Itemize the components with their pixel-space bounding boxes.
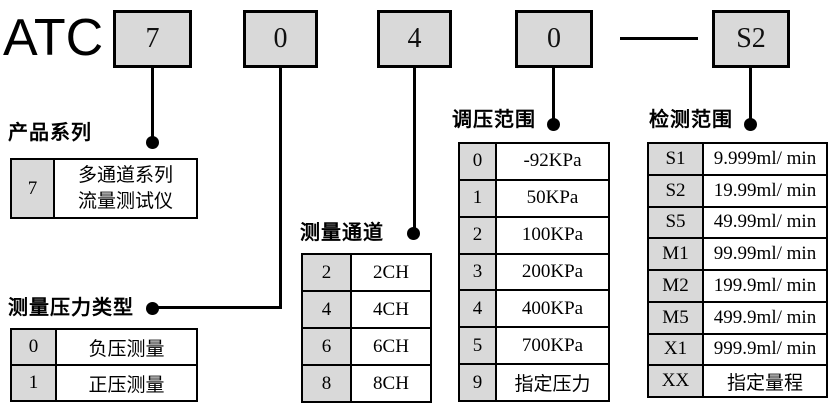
code-cell: M2 [649, 271, 704, 301]
section-label-channels: 测量通道 [300, 222, 384, 244]
pressure-type-table: 0 负压测量 1 正压测量 [10, 328, 198, 402]
desc-cell: 200KPa [521, 261, 584, 282]
code-cell: S2 [649, 175, 704, 206]
desc-cell: 19.99ml/ min [713, 179, 817, 201]
code-cell: M5 [649, 302, 704, 333]
table-row: M1 99.99ml/ min [649, 237, 826, 269]
desc-cell: 6CH [373, 335, 409, 357]
desc-cell: 9.999ml/ min [713, 147, 817, 169]
table-row: 0 -92KPa [460, 144, 608, 179]
channels-table: 2 2CH 4 4CH 6 6CH 8 8CH [301, 253, 432, 403]
code-cell: 1 [460, 180, 497, 216]
desc-cell: 2CH [373, 261, 409, 283]
table-row: 2 2CH [303, 255, 430, 290]
desc-cell: 99.99ml/ min [713, 243, 817, 265]
pressure-range-table: 0 -92KPa 1 50KPa 2 100KPa 3 200KPa 4 400… [458, 142, 610, 402]
code-box-pressure-type: 0 [243, 10, 318, 68]
desc-cell: 100KPa [521, 224, 584, 246]
table-row: 1 50KPa [460, 178, 608, 216]
table-row: 4 4CH [303, 290, 430, 327]
desc-cell: 8CH [373, 372, 409, 394]
connector-dot-detection-range [744, 118, 757, 131]
table-row: 1 正压测量 [12, 364, 196, 400]
code-cell: 4 [460, 291, 497, 327]
code-cell: S1 [649, 144, 704, 174]
desc-cell: 指定量程 [726, 372, 803, 394]
table-row: M2 199.9ml/ min [649, 269, 826, 301]
code-cell: 5 [460, 328, 497, 364]
desc-cell: 指定压力 [514, 374, 591, 396]
connector-dot-pressure-range [547, 118, 560, 131]
desc-cell: 多通道系列 流量测试仪 [55, 160, 196, 217]
table-row: 7 多通道系列 流量测试仪 [12, 160, 196, 217]
table-row: S5 49.99ml/ min [649, 205, 826, 238]
section-label-detection-range: 检测范围 [649, 109, 733, 131]
connector-dot-pressure-type [146, 302, 159, 315]
connector-dot-series [146, 136, 159, 149]
connector-line-pressure-range [552, 68, 555, 125]
connector-line-pressure-type-vertical [279, 68, 282, 309]
desc-cell: 49.99ml/ min [713, 211, 817, 233]
code-cell: X1 [649, 334, 704, 365]
desc-cell: 700KPa [521, 334, 584, 356]
table-row: 3 200KPa [460, 252, 608, 290]
table-row: 4 400KPa [460, 289, 608, 327]
code-cell: 4 [303, 292, 352, 327]
code-cell: 2 [460, 217, 497, 253]
code-cell: 2 [303, 255, 352, 290]
code-box-detection-range: S2 [712, 10, 790, 68]
detection-range-table: S1 9.999ml/ min S2 19.99ml/ min S5 49.99… [647, 142, 828, 398]
connector-line-channels [413, 68, 416, 234]
connector-dot-channels [407, 227, 420, 240]
code-cell: 0 [12, 330, 57, 364]
section-label-pressure-range: 调压范围 [452, 109, 536, 131]
code-cell: S5 [649, 207, 704, 238]
code-cell: 0 [460, 144, 497, 179]
desc-line-1: 多通道系列 [77, 164, 173, 186]
code-box-pressure-range: 0 [515, 10, 593, 68]
code-cell: 1 [12, 366, 57, 400]
desc-line-2: 流量测试仪 [77, 190, 173, 212]
code-cell: 6 [303, 329, 352, 364]
code-box-series: 7 [113, 10, 192, 68]
desc-cell: 负压测量 [88, 338, 165, 360]
table-row: 5 700KPa [460, 326, 608, 364]
desc-cell: 499.9ml/ min [713, 306, 817, 328]
table-row: 0 负压测量 [12, 330, 196, 364]
desc-cell: 正压测量 [88, 374, 165, 396]
code-cell: 9 [460, 365, 497, 401]
table-row: S2 19.99ml/ min [649, 173, 826, 206]
section-label-series: 产品系列 [8, 122, 92, 144]
series-table: 7 多通道系列 流量测试仪 [10, 158, 198, 219]
connector-line-pressure-type-horizontal [152, 306, 282, 309]
code-box-channels: 4 [377, 10, 452, 68]
table-row: 2 100KPa [460, 215, 608, 253]
table-row: X1 999.9ml/ min [649, 332, 826, 365]
connector-line-series [151, 68, 154, 142]
code-cell: M1 [649, 239, 704, 269]
code-cell: XX [649, 366, 704, 396]
code-cell: 8 [303, 366, 352, 401]
table-row: 6 6CH [303, 327, 430, 364]
desc-cell: 199.9ml/ min [713, 274, 817, 296]
desc-cell: 400KPa [521, 297, 584, 319]
code-cell: 3 [460, 254, 497, 290]
table-row: S1 9.999ml/ min [649, 144, 826, 174]
table-row: XX 指定量程 [649, 364, 826, 396]
table-row: 8 8CH [303, 364, 430, 401]
table-row: 9 指定压力 [460, 363, 608, 401]
section-label-pressure-type: 测量压力类型 [8, 297, 134, 319]
model-separator-dash [620, 37, 698, 40]
desc-cell: 4CH [373, 298, 409, 320]
desc-cell: 999.9ml/ min [713, 338, 817, 360]
connector-line-detection-range [749, 68, 752, 125]
code-cell: 7 [12, 160, 55, 217]
model-prefix-text: ATC [3, 9, 104, 67]
table-row: M5 499.9ml/ min [649, 300, 826, 333]
desc-cell: -92KPa [523, 150, 582, 172]
desc-cell: 50KPa [526, 187, 579, 209]
